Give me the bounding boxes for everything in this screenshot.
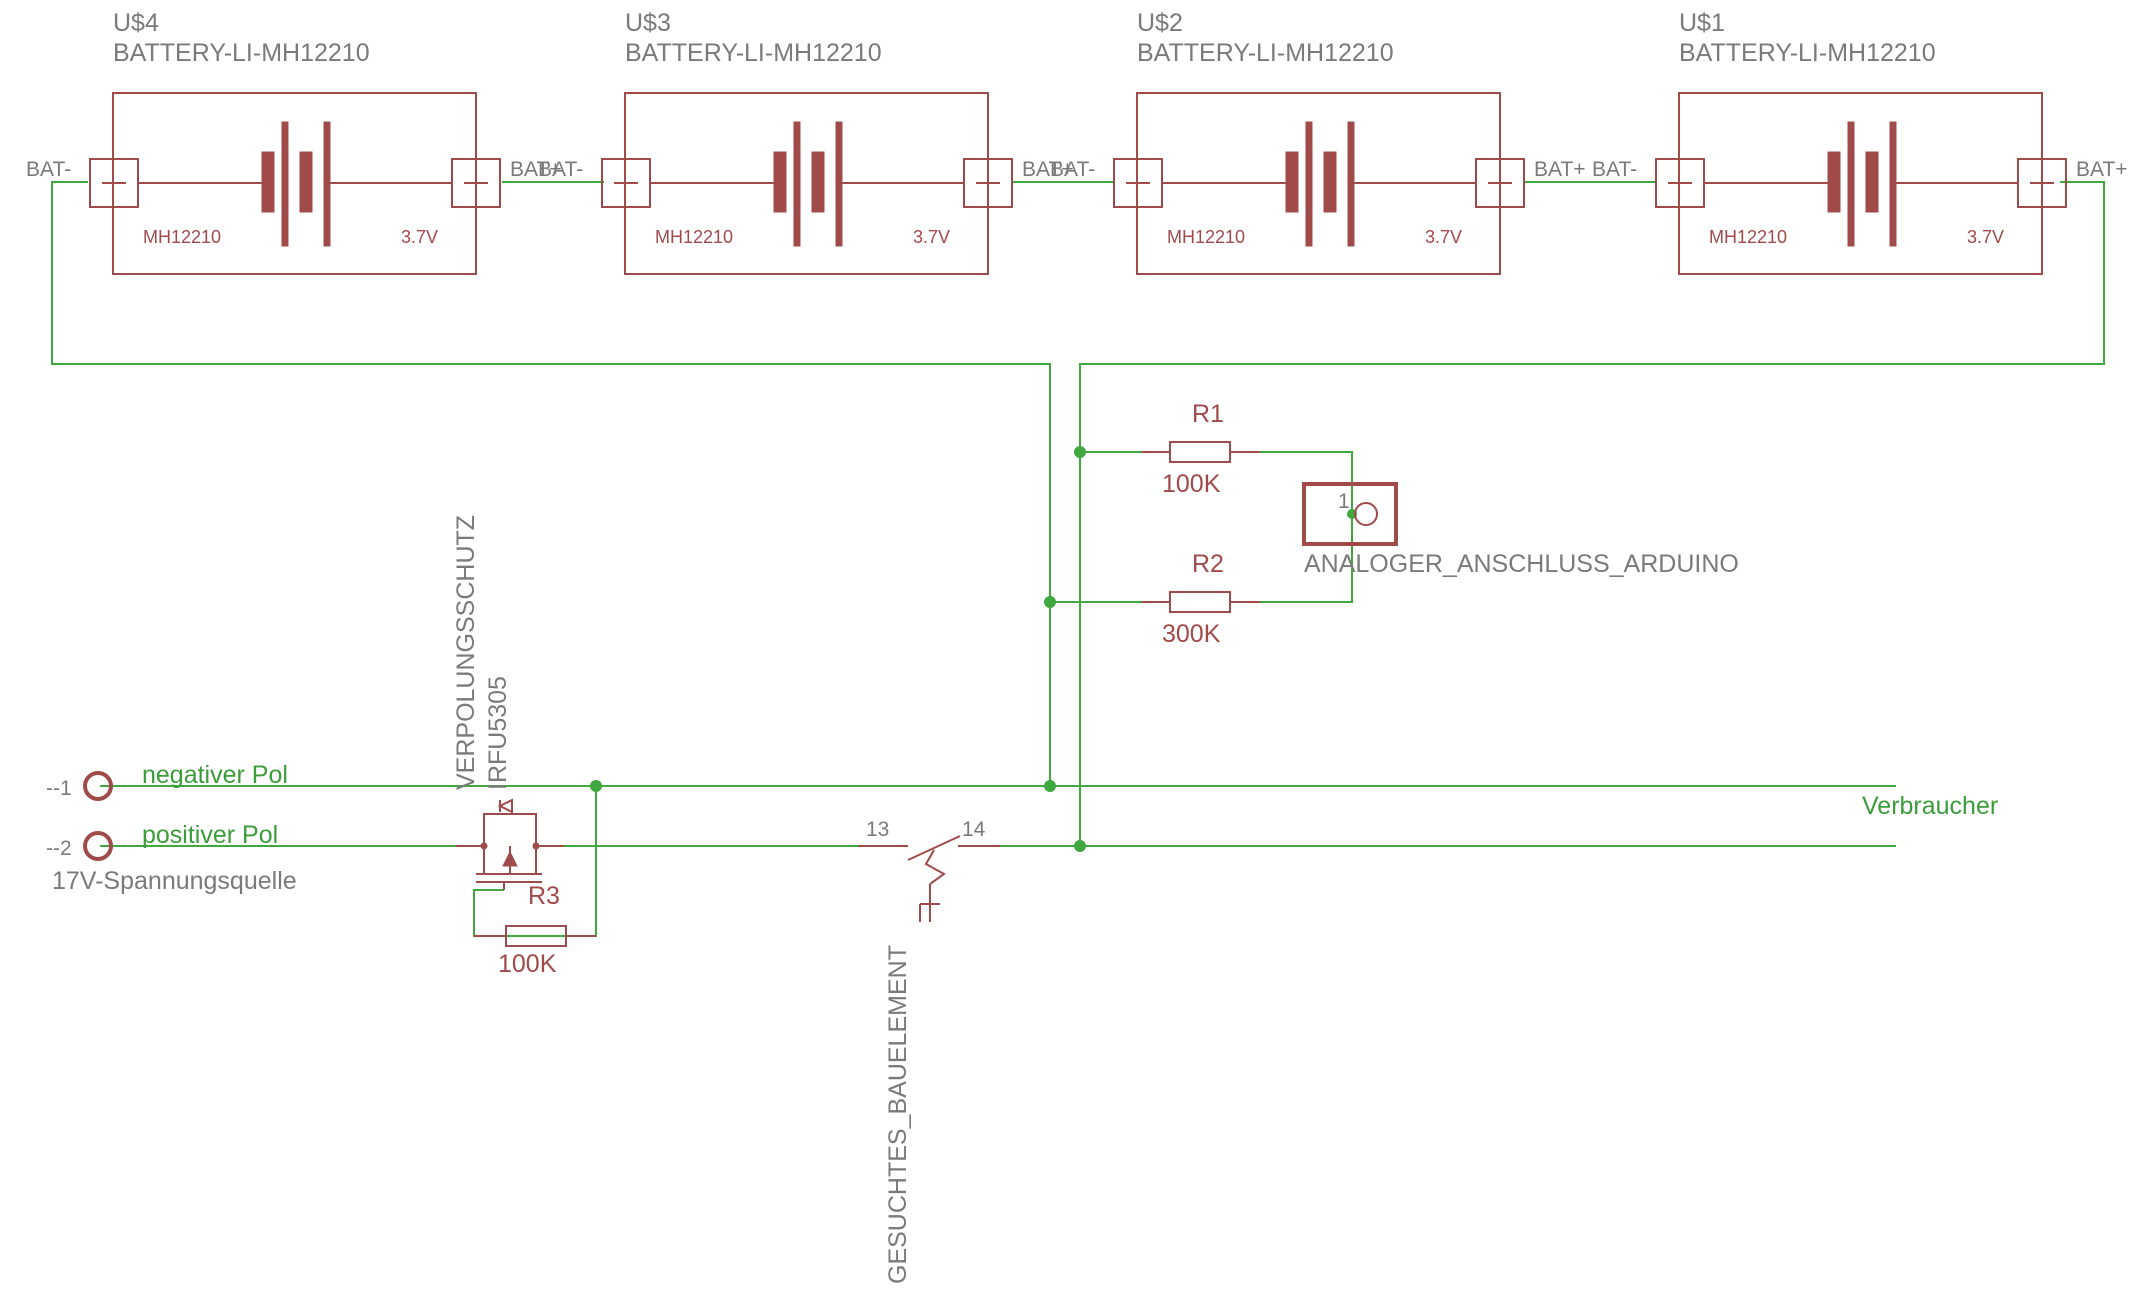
resistor-name: R3 <box>528 882 560 910</box>
pin-label-pos: BAT+ <box>1534 158 1586 181</box>
battery-u2[interactable]: U$2 BATTERY-LI-MH12210 MH12210 3.7V BAT-… <box>1050 9 1586 275</box>
source-name: 17V-Spannungsquelle <box>52 867 297 895</box>
wire-r1-right <box>1260 451 1353 603</box>
mosfet-verpolungsschutz[interactable]: VERPOLUNGSSCHUTZ IRFU5305 <box>452 515 564 890</box>
net-label-positive: positiver Pol <box>142 821 278 849</box>
pin-label-pos: BAT+ <box>2076 158 2128 181</box>
switch-name: GESUCHTES_BAUELEMENT <box>884 945 912 1284</box>
battery-voltage: 3.7V <box>1967 227 2004 247</box>
resistor-name: R2 <box>1192 550 1224 578</box>
resistor-r1[interactable]: R1 100K <box>1142 400 1260 498</box>
battery-u1[interactable]: U$1 BATTERY-LI-MH12210 MH12210 3.7V BAT-… <box>1592 9 2128 275</box>
cell-plate <box>281 121 289 247</box>
switch-gesuchtes-bauelement[interactable]: 13 14 GESUCHTES_BAUELEMENT <box>858 818 1000 1284</box>
cell-plate <box>793 121 801 247</box>
resistor-name: R1 <box>1192 400 1224 428</box>
battery-part: BATTERY-LI-MH12210 <box>113 39 370 67</box>
battery-part: BATTERY-LI-MH12210 <box>625 39 882 67</box>
junction-dot <box>1074 446 1086 458</box>
resistor-value: 100K <box>498 950 557 978</box>
pin-label-neg: BAT- <box>26 158 71 181</box>
mosfet-drain <box>483 813 537 846</box>
cell-plate <box>1305 121 1313 247</box>
cell-plate <box>323 121 331 247</box>
source-pin-2: --2 <box>46 837 72 860</box>
net-label-negative: negativer Pol <box>142 761 288 789</box>
connector-pin-icon <box>1354 502 1378 526</box>
cell-plate <box>299 151 313 213</box>
wire-gate-to-r3 <box>473 889 506 937</box>
junction-dot <box>1044 596 1056 608</box>
battery-voltage: 3.7V <box>1425 227 1462 247</box>
mosfet-node <box>480 842 488 850</box>
cell-plate <box>1323 151 1337 213</box>
battery-type-label: MH12210 <box>143 227 221 247</box>
resistor-body <box>1169 591 1231 613</box>
battery-type-label: MH12210 <box>655 227 733 247</box>
diode-icon <box>497 798 513 814</box>
net-label-load: Verbraucher <box>1862 792 1998 820</box>
connector-body <box>1302 482 1398 546</box>
pin-label-neg: BAT- <box>1592 158 1637 181</box>
junction-dot <box>1044 780 1056 792</box>
wire-bat-neg-return <box>51 181 1051 786</box>
junction-dot <box>1074 840 1086 852</box>
junction-dot <box>590 780 602 792</box>
wires <box>51 181 2105 937</box>
battery-u3[interactable]: U$3 BATTERY-LI-MH12210 MH12210 3.7V BAT-… <box>538 9 1074 275</box>
cell-plate <box>773 151 787 213</box>
battery-u4[interactable]: U$4 BATTERY-LI-MH12210 MH12210 3.7V BAT-… <box>26 9 562 275</box>
pin-label-pos: BAT+ <box>510 158 562 181</box>
battery-type-label: MH12210 <box>1167 227 1245 247</box>
cell-plate <box>1285 151 1299 213</box>
cell-plate <box>1865 151 1879 213</box>
source-pin-1: --1 <box>46 777 72 800</box>
connector-name: ANALOGER_ANSCHLUSS_ARDUINO <box>1304 550 1739 578</box>
arduino-connector[interactable]: 1 ANALOGER_ANSCHLUSS_ARDUINO <box>1302 482 1739 578</box>
cell-plate <box>1827 151 1841 213</box>
wire-r3-loop <box>506 786 597 937</box>
battery-voltage: 3.7V <box>913 227 950 247</box>
battery-type-label: MH12210 <box>1709 227 1787 247</box>
battery-name: U$2 <box>1137 9 1183 37</box>
wire-bat-pos-return <box>1079 181 2105 846</box>
switch-blade <box>907 835 961 861</box>
mosfet-name: VERPOLUNGSSCHUTZ <box>452 515 480 790</box>
cell-plate <box>261 151 275 213</box>
cell-plate <box>835 121 843 247</box>
battery-name: U$3 <box>625 9 671 37</box>
resistor-r3[interactable]: R3 100K <box>474 882 596 978</box>
mosfet-value: IRFU5305 <box>484 676 512 790</box>
switch-actuator-icon <box>924 849 946 885</box>
battery-part: BATTERY-LI-MH12210 <box>1137 39 1394 67</box>
pin-label-pos: BAT+ <box>1022 158 1074 181</box>
voltage-source[interactable]: --1 --2 17V-Spannungsquelle <box>46 771 297 895</box>
cell-plate <box>1847 121 1855 247</box>
battery-name: U$4 <box>113 9 159 37</box>
junctions <box>590 446 1357 852</box>
mosfet-arrow-icon <box>502 850 518 867</box>
cell-plate <box>1889 121 1897 247</box>
pin-label-neg: BAT- <box>538 158 583 181</box>
cell-plate <box>811 151 825 213</box>
battery-voltage: 3.7V <box>401 227 438 247</box>
cell-plate <box>1347 121 1355 247</box>
source-terminal-icon <box>83 771 113 801</box>
switch-pin-13: 13 <box>866 818 889 841</box>
resistor-body <box>1169 441 1231 463</box>
switch-pin-14: 14 <box>962 818 986 841</box>
resistor-value: 100K <box>1162 470 1221 498</box>
connector-pin-number: 1 <box>1338 490 1350 513</box>
pin-label-neg: BAT- <box>1050 158 1095 181</box>
resistor-r2[interactable]: R2 300K <box>1142 550 1260 648</box>
battery-name: U$1 <box>1679 9 1725 37</box>
mosfet-node <box>532 842 540 850</box>
battery-part: BATTERY-LI-MH12210 <box>1679 39 1936 67</box>
resistor-value: 300K <box>1162 620 1221 648</box>
source-terminal-icon <box>83 831 113 861</box>
